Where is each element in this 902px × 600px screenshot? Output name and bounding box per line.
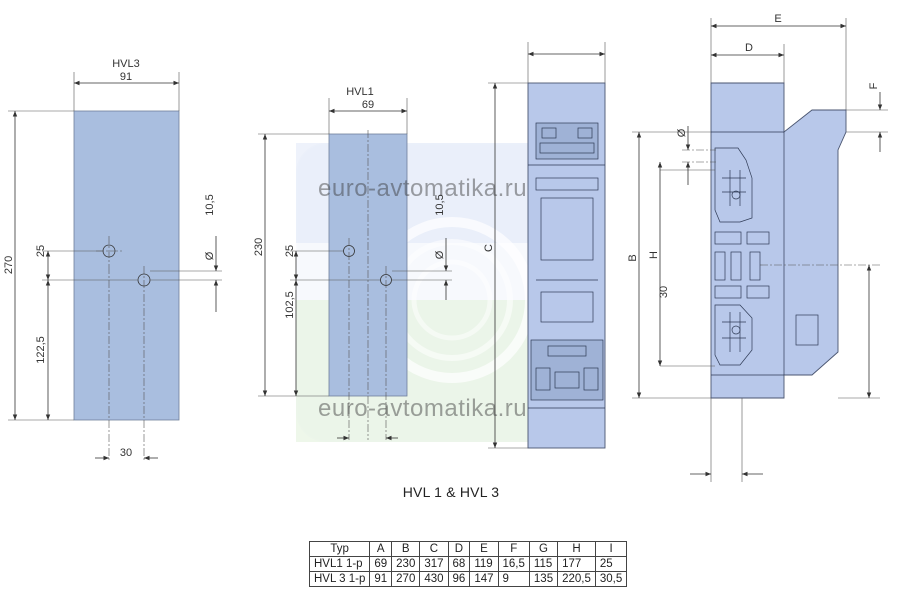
table-cell: HVL 3 1-p [308,571,371,587]
table-header: F [497,541,530,557]
hvl3-title: HVL3 [112,58,140,70]
table-cell: 68 [447,556,471,572]
table-cell: 119 [469,556,499,572]
front-view: C [483,42,606,449]
hvl1-bottom-label: 102,5 [284,291,296,319]
table-header: Typ [308,541,371,557]
table-header-row: Typ A B C D E F G H I [308,541,628,557]
table-cell: 69 [369,556,393,572]
table-header: I [594,541,628,557]
table-cell: 147 [469,571,499,587]
table-header: G [528,541,559,557]
table-cell: 230 [391,556,421,572]
hvl3-height-label: 270 [3,256,15,274]
hvl3-offset-label: 25 [35,245,47,257]
side-depth-e-label: E [774,13,781,25]
table-header: D [447,541,471,557]
hvl3-width-label: 91 [120,71,132,83]
side-30-label: 30 [658,286,670,298]
table-cell: 9 [497,571,530,587]
side-f-label: F [868,82,880,89]
table-cell: 30,5 [594,571,628,587]
hvl1-width-label: 69 [362,99,374,111]
hvl3-panel-view: HVL3 91 270 25 122,5 10,5 Ø 30 [3,58,222,461]
table-cell: 270 [391,571,421,587]
hvl3-vertical-offset-label: 10,5 [204,194,216,215]
table-header: A [369,541,393,557]
watermark-text-upper: euro-avtomatika.ru [318,175,527,202]
side-body [710,82,847,399]
hvl1-vertical-offset-label: 10,5 [434,194,446,215]
table-cell: 317 [419,556,449,572]
side-view: E D F Ø [627,13,888,482]
table-cell: 25 [594,556,628,572]
drawing-caption: HVL 1 & HVL 3 [402,484,500,500]
side-depth-d-label: D [745,42,753,54]
hvl3-diameter-label: Ø [204,251,216,260]
hvl3-panel [73,110,180,421]
table-row: HVL 3 1-p 91 270 430 96 147 9 135 220,5 … [308,571,628,587]
table-row: HVL1 1-p 69 230 317 68 119 16,5 115 177 … [308,556,628,572]
hvl3-hole-spacing-label: 30 [120,447,132,459]
table-header: C [419,541,449,557]
hvl3-bottom-label: 122,5 [35,336,47,364]
hvl1-title: HVL1 [346,86,374,98]
table-cell: 91 [369,571,393,587]
table-cell: 135 [528,571,559,587]
dimensions-table: Typ A B C D E F G H I HVL1 1-p 69 230 31… [308,541,628,587]
table-cell: 96 [447,571,471,587]
table-header: B [391,541,421,557]
watermark-text-lower: euro-avtomatika.ru [318,395,527,422]
table-header: E [469,541,499,557]
side-diameter-label: Ø [676,128,688,137]
table-cell: 430 [419,571,449,587]
table-header: H [557,541,596,557]
hvl1-panel-view: HVL1 69 230 25 102,5 10,5 Ø [253,86,452,441]
side-height-h-label: H [648,251,660,259]
table-cell: 115 [528,556,559,572]
side-height-b-label: B [627,254,639,261]
table-cell: 16,5 [497,556,530,572]
hvl1-offset-label: 25 [284,245,296,257]
hvl1-height-label: 230 [253,238,265,256]
front-height-label: C [483,244,495,252]
table-cell: HVL1 1-p [308,556,371,572]
hvl1-diameter-label: Ø [434,250,446,259]
table-cell: 177 [557,556,596,572]
table-cell: 220,5 [557,571,596,587]
